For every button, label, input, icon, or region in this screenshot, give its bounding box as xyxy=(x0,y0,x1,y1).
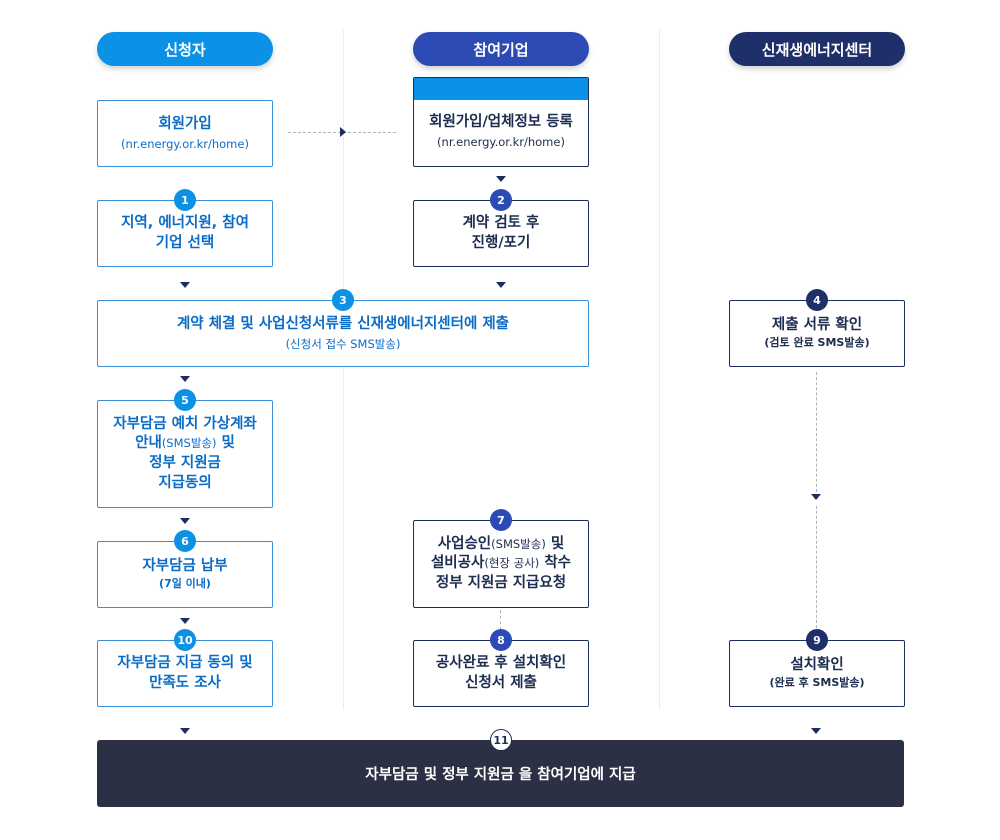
step-5-line-2a: 안내 xyxy=(135,435,162,452)
arrow-down-icon xyxy=(180,518,190,524)
connector-company-1 xyxy=(500,610,501,630)
step-7-line-2c: 착수 xyxy=(539,555,572,572)
step-signup: 회원가입 (nr.energy.or.kr/home) xyxy=(97,100,273,167)
arrow-down-icon xyxy=(811,728,821,734)
step-signup-title: 회원가입 xyxy=(158,115,212,132)
step-4-title: 제출 서류 확인 xyxy=(771,317,863,334)
step-5-line-1: 자부담금 예치 가상계좌 xyxy=(113,415,257,432)
step-11: 자부담금 및 정부 지원금 을 참여기업에 지급 xyxy=(97,740,904,807)
lane-header-center: 신재생에너지센터 xyxy=(729,32,905,66)
step-9: 설치확인 (완료 후 SMS발송) xyxy=(729,640,905,707)
step-5-line-4: 지급동의 xyxy=(158,474,212,491)
step-6-sub: (7일 이내) xyxy=(159,576,211,590)
step-7-line-2b: (현장 공사) xyxy=(484,556,540,571)
step-10-line-1: 자부담금 지급 동의 및 xyxy=(117,654,253,671)
lane-separator-right xyxy=(659,30,660,710)
step-5-line-2b: (SMS발송) xyxy=(161,436,217,451)
arrow-down-icon xyxy=(180,618,190,624)
step-badge-6: 6 xyxy=(174,530,196,552)
arrow-down-icon xyxy=(180,376,190,382)
step-8: 공사완료 후 설치확인 신청서 제출 xyxy=(413,640,589,707)
step-badge-10: 10 xyxy=(174,629,196,651)
step-6: 자부담금 납부 (7일 이내) xyxy=(97,541,273,608)
step-badge-5: 5 xyxy=(174,389,196,411)
step-10: 자부담금 지급 동의 및 만족도 조사 xyxy=(97,640,273,707)
arrow-down-icon xyxy=(180,728,190,734)
step-9-sub: (완료 후 SMS발송) xyxy=(769,675,865,689)
step-7-line-1a: 사업승인 xyxy=(437,535,492,552)
connector-center-2 xyxy=(816,506,817,628)
step-7-line-3: 정부 지원금 지급요청 xyxy=(435,574,567,591)
arrow-right-icon xyxy=(340,127,346,137)
step-7-line-2a: 설비공사 xyxy=(430,555,485,572)
step-3-title: 계약 체결 및 사업신청서류를 신재생에너지센터에 제출 xyxy=(176,315,510,332)
step-5: 자부담금 예치 가상계좌 안내(SMS발송) 및 정부 지원금 지급동의 xyxy=(97,400,273,508)
step-company-signup-title: 회원가입/업체정보 등록 xyxy=(429,114,573,131)
arrow-down-icon xyxy=(496,176,506,182)
step-3-sub: (신청서 접수 SMS발송) xyxy=(285,336,401,351)
arrow-down-icon xyxy=(180,282,190,288)
step-7-line-1: 사업승인(SMS발송) 및 xyxy=(438,535,564,555)
step-badge-7: 7 xyxy=(490,509,512,531)
step-4-sub: (검토 완료 SMS발송) xyxy=(764,335,870,349)
arrow-down-icon xyxy=(811,494,821,500)
step-1-line-2: 기업 선택 xyxy=(155,234,215,251)
step-7-line-1c: 및 xyxy=(545,535,565,552)
lane-header-applicant: 신청자 xyxy=(97,32,273,66)
arrow-down-icon xyxy=(496,282,506,288)
lane-separator-left xyxy=(343,30,344,710)
connector-center-1 xyxy=(816,372,817,492)
step-7: 사업승인(SMS발송) 및 설비공사(현장 공사) 착수 정부 지원금 지급요청 xyxy=(413,520,589,608)
step-7-line-1b: (SMS발송) xyxy=(491,536,546,551)
step-2-line-2: 진행/포기 xyxy=(471,234,531,251)
step-11-title: 자부담금 및 정부 지원금 을 참여기업에 지급 xyxy=(365,767,636,783)
company-signup-topbar xyxy=(414,78,588,100)
step-badge-2: 2 xyxy=(490,189,512,211)
step-1-line-1: 지역, 에너지원, 참여 xyxy=(121,214,249,231)
step-3: 계약 체결 및 사업신청서류를 신재생에너지센터에 제출 (신청서 접수 SMS… xyxy=(97,300,589,367)
step-badge-11: 11 xyxy=(490,729,512,751)
step-5-line-2c: 및 xyxy=(216,435,235,452)
step-5-line-2: 안내(SMS발송) 및 xyxy=(135,434,235,454)
step-company-signup-url: (nr.energy.or.kr/home) xyxy=(437,135,565,150)
step-10-line-2: 만족도 조사 xyxy=(149,674,221,691)
step-7-line-2: 설비공사(현장 공사) 착수 xyxy=(431,554,571,574)
lane-header-company: 참여기업 xyxy=(413,32,589,66)
step-1: 지역, 에너지원, 참여 기업 선택 xyxy=(97,200,273,267)
step-badge-9: 9 xyxy=(806,629,828,651)
step-4: 제출 서류 확인 (검토 완료 SMS발송) xyxy=(729,300,905,367)
step-badge-8: 8 xyxy=(490,629,512,651)
step-5-line-3: 정부 지원금 xyxy=(149,455,221,471)
step-2-line-1: 계약 검토 후 xyxy=(462,214,540,231)
step-badge-3: 3 xyxy=(332,289,354,311)
step-6-title: 자부담금 납부 xyxy=(142,558,228,575)
step-badge-4: 4 xyxy=(806,289,828,311)
step-8-line-1: 공사완료 후 설치확인 xyxy=(435,654,567,671)
step-9-title: 설치확인 xyxy=(790,657,844,674)
step-2: 계약 검토 후 진행/포기 xyxy=(413,200,589,267)
step-company-signup: 회원가입/업체정보 등록 (nr.energy.or.kr/home) xyxy=(413,77,589,167)
step-8-line-2: 신청서 제출 xyxy=(465,674,537,691)
step-signup-url: (nr.energy.or.kr/home) xyxy=(121,136,249,151)
step-badge-1: 1 xyxy=(174,189,196,211)
